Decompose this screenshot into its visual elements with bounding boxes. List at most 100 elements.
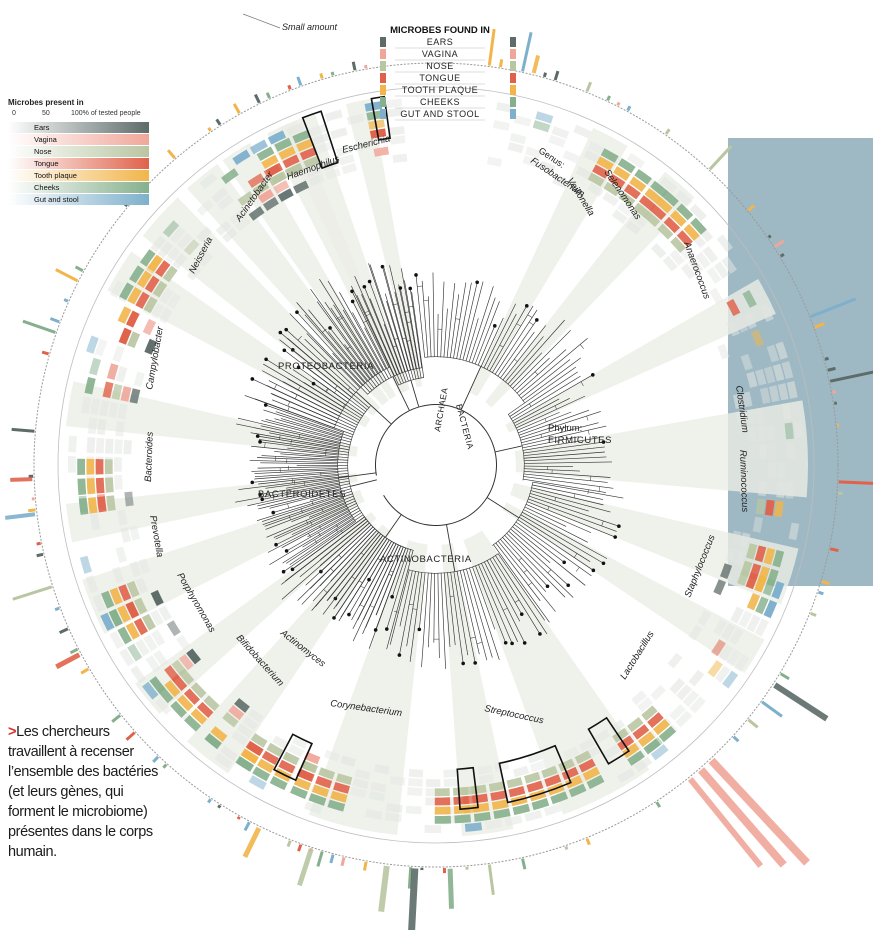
heat-cell — [130, 665, 147, 684]
heat-cell — [719, 563, 733, 580]
tree-arc — [300, 508, 303, 513]
heat-cell — [578, 738, 596, 752]
tree-branch — [301, 528, 376, 605]
heat-cell — [324, 167, 341, 180]
tree-branch — [319, 278, 385, 383]
tree-branch — [322, 534, 384, 615]
heat-cell — [706, 266, 722, 284]
tree-leaf-dot — [613, 535, 617, 539]
abundance-bar — [152, 755, 160, 763]
tree-branch — [352, 544, 399, 642]
heat-cell — [739, 479, 749, 495]
heat-cell — [267, 130, 287, 145]
heat-cell — [112, 345, 125, 363]
heat-cell — [235, 755, 254, 772]
site-swatch — [380, 73, 386, 83]
tree-branch — [251, 445, 339, 456]
tree-branch — [261, 455, 349, 461]
heat-cell — [434, 806, 451, 815]
heat-cell — [573, 124, 592, 139]
heat-cell — [94, 338, 108, 357]
legend-title: Microbes present in — [8, 98, 84, 107]
heat-cell — [754, 407, 765, 424]
heat-cell — [105, 477, 114, 493]
heat-cell — [525, 146, 542, 159]
tree-arc — [390, 570, 394, 573]
heat-cell — [89, 513, 101, 531]
heat-cell — [754, 618, 769, 637]
legend-scale-min: 0 — [12, 110, 16, 117]
tree-arc — [359, 604, 365, 608]
heat-cell — [111, 383, 123, 400]
heat-cell — [115, 421, 125, 437]
tree-arc — [308, 533, 311, 538]
tree-branch — [251, 467, 349, 472]
heat-cell — [89, 357, 102, 376]
heat-cell — [272, 735, 289, 750]
heat-cell — [109, 279, 125, 299]
heat-cell — [95, 437, 105, 454]
tree-branch — [375, 547, 407, 631]
tree-branch — [333, 536, 386, 610]
tree-arc — [407, 321, 412, 323]
heat-cell — [766, 568, 779, 587]
tree-branch — [462, 569, 488, 661]
tree-branch — [307, 507, 360, 538]
heat-cell — [162, 220, 180, 238]
tree-arc — [319, 525, 322, 530]
abundance-bar — [55, 652, 81, 670]
tree-branch — [497, 540, 556, 612]
tree-branch — [342, 309, 381, 373]
tree-branch — [310, 288, 380, 386]
tree-branch — [523, 476, 614, 489]
heat-cell — [229, 209, 246, 225]
heat-cell — [252, 766, 271, 782]
heat-cell — [713, 579, 727, 596]
heat-cell — [509, 133, 527, 145]
site-swatch — [510, 49, 516, 59]
tree-arc — [598, 486, 601, 492]
heat-cell — [539, 160, 556, 174]
tree-branch — [517, 519, 594, 571]
tree-arc — [518, 557, 522, 561]
heat-cell — [99, 400, 110, 417]
heat-cell — [217, 194, 234, 211]
heat-cell — [157, 685, 174, 704]
heat-cell — [407, 778, 423, 787]
domain-archaea: ARCHAEA — [432, 387, 450, 433]
heat-cell — [86, 458, 95, 475]
heat-cell — [204, 733, 222, 750]
tree-branch — [352, 543, 397, 630]
heat-cell — [407, 787, 423, 796]
tree-branch — [289, 514, 364, 566]
tree-leaf-dot — [475, 280, 479, 285]
genus-wedge — [66, 381, 359, 457]
tree-branch — [351, 291, 390, 368]
heat-cell — [133, 597, 148, 615]
heat-cell — [565, 775, 583, 789]
tree-branch — [399, 570, 416, 656]
tree-arc — [412, 608, 418, 610]
heat-cell — [269, 776, 288, 791]
tree-leaf-dot — [258, 440, 262, 444]
tree-arc — [407, 553, 499, 574]
heat-cell — [117, 306, 132, 324]
tree-branch — [530, 490, 611, 513]
heat-cell — [109, 630, 125, 649]
heat-cell — [236, 723, 254, 739]
abundance-bar — [12, 585, 53, 601]
heat-cell — [123, 439, 132, 455]
genus-bacteroides: Bacteroides — [143, 431, 156, 482]
heat-cell — [330, 790, 348, 803]
tree-branch — [266, 503, 346, 538]
tree-branch — [520, 359, 571, 399]
abundance-bar — [378, 865, 390, 913]
heat-cell — [183, 688, 200, 705]
tree-arc — [326, 388, 329, 393]
heat-cell — [262, 196, 279, 211]
heat-cell — [631, 690, 647, 706]
heat-cell — [652, 719, 670, 736]
heat-cell — [617, 158, 636, 174]
tree-branch — [515, 395, 586, 429]
tree-branch — [399, 570, 413, 627]
